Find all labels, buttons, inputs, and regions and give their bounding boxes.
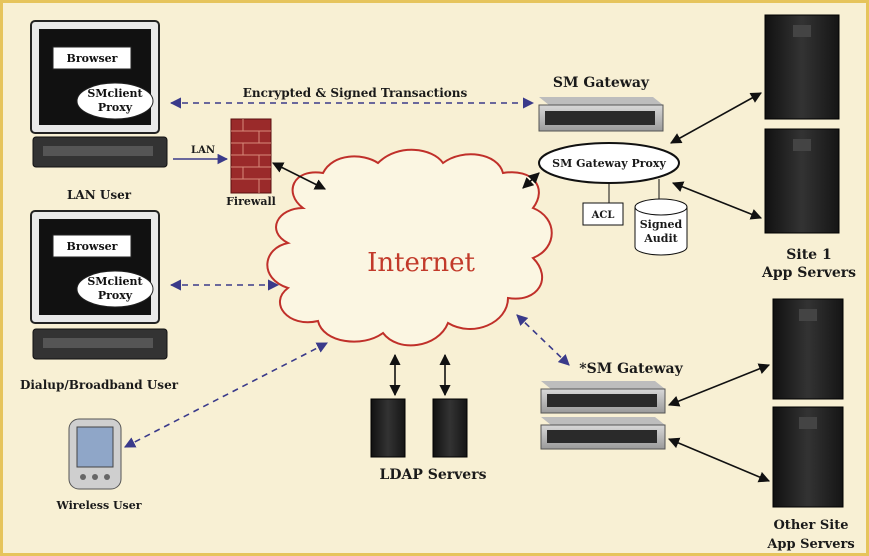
proxy-site1-link-a [670,92,762,144]
proxy-label-line1: SMclient [87,87,143,100]
site1-label-line1: Site 1 [786,247,831,263]
browser-label: Browser [67,52,118,65]
sm-gateway-proxy-label: SM Gateway Proxy [552,157,666,170]
gateway-other-link-b [667,437,771,483]
signed-audit-label-1: Signed [640,218,683,231]
dialup-user-label: Dialup/Broadband User [20,378,179,392]
lan-user-label: LAN User [67,188,132,202]
signed-audit-label-2: Audit [643,232,678,245]
other-site-server-bottom [772,406,844,508]
internet-cloud: Internet [266,148,553,347]
other-site-label-line2: App Servers [766,537,854,552]
site1-label-line2: App Servers [761,265,856,281]
internet-label: Internet [367,248,475,278]
wireless-pda-icon: Wireless User [55,418,142,512]
bottom-gateway-internet-link [516,314,570,366]
lan-user-computer: Browser SMclient Proxy LAN User [30,20,168,202]
ldap-server-1 [370,398,406,458]
proxy-internet-link [522,172,540,189]
proxy-label-line1-2: SMclient [87,275,143,288]
site1-server-bottom [764,128,840,234]
proxy-label-line2-2: Proxy [98,289,133,302]
acl-label: ACL [591,210,615,221]
gateway-other-link-a [667,363,771,407]
dialup-user-computer: Browser SMclient Proxy Dialup/Broadband … [20,210,179,392]
browser-label-2: Browser [67,240,118,253]
firewall-icon: Firewall [226,118,276,208]
site1-server-top [764,14,840,120]
other-site-server-top [772,298,844,400]
wireless-user-label: Wireless User [55,499,141,512]
proxy-site1-link-b [671,181,763,220]
signed-audit-database-icon: Signed Audit [634,198,688,256]
sm-gateway-bottom-label: *SM Gateway [579,361,683,377]
sm-gateway-bottom-rack-2 [540,417,666,450]
proxy-label-line2: Proxy [98,101,133,114]
sm-gateway-proxy: SM Gateway Proxy [538,142,680,184]
wireless-link [124,342,328,448]
sm-gateway-bottom-rack-1 [540,381,666,414]
encrypted-link-label: Encrypted & Signed Transactions [243,86,468,100]
ldap-label: LDAP Servers [380,467,487,483]
sm-gateway-top-label: SM Gateway [553,75,650,91]
sm-gateway-top: SM Gateway [538,75,664,132]
ldap-server-2 [432,398,468,458]
firewall-label: Firewall [226,195,276,208]
firewall-internet-link [271,162,327,190]
lan-label: LAN [191,145,215,156]
acl-box: ACL [582,202,624,226]
other-site-label-line1: Other Site [773,518,848,533]
